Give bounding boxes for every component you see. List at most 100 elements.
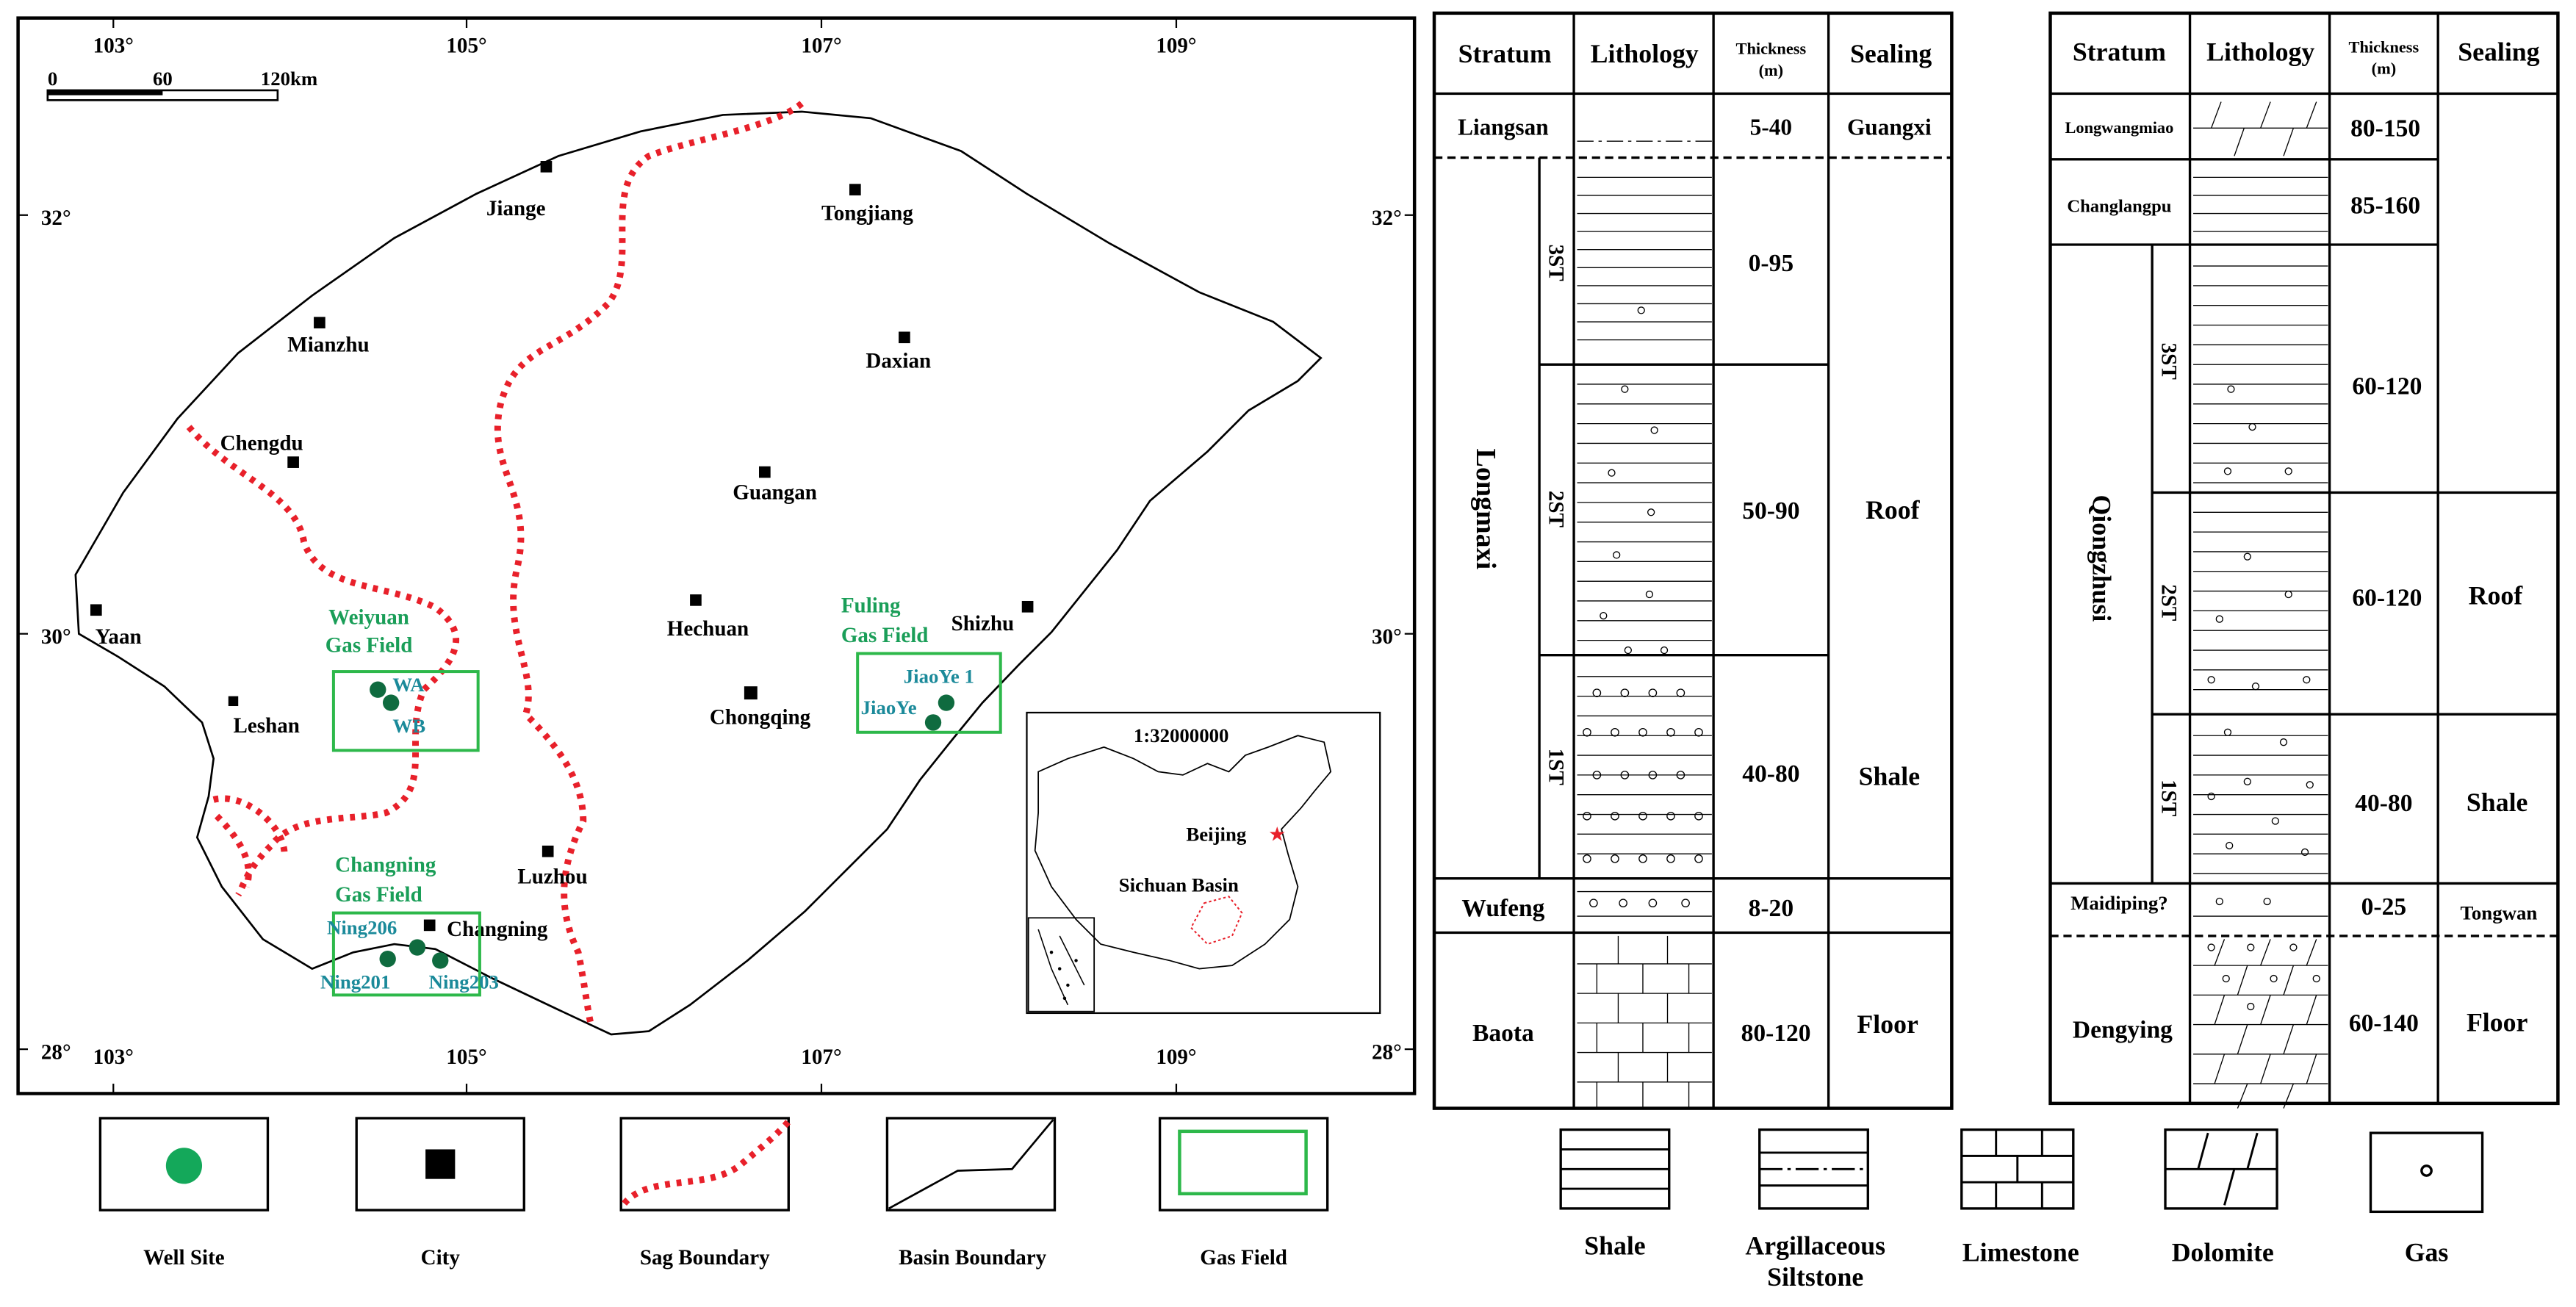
well-site <box>924 714 942 731</box>
lithology-legend <box>1559 1128 2484 1214</box>
well-site <box>370 681 386 698</box>
col2-1st <box>2193 728 2328 874</box>
stratigraphic-column-2: Stratum Lithology Thickness (m) Sealing … <box>2048 11 2560 1109</box>
sag-boundaries <box>186 101 805 1028</box>
col1-substratum-3st: 3ST <box>1544 245 1568 281</box>
lon-bottom-107: 107° <box>801 1045 841 1069</box>
city-marker <box>759 466 771 478</box>
col2-lithology <box>2193 101 2328 1109</box>
legend-city-label: City <box>421 1246 461 1270</box>
inset-sichuan: Sichuan Basin <box>1119 874 1239 896</box>
col1-sealing-roof: Roof <box>1866 495 1921 525</box>
col2-3st <box>2193 265 2328 483</box>
col1-thickness-3st: 0-95 <box>1749 250 1794 277</box>
well-label-jiaoye1: JiaoYe 1 <box>904 666 974 688</box>
lithology-legend-labels: Shale Argillaceous Siltstone Limestone D… <box>1584 1231 2448 1291</box>
col1-lithology <box>1577 140 1712 1109</box>
col2-thickness-2st: 60-120 <box>2352 585 2422 612</box>
city-label-shizhu: Shizhu <box>951 612 1015 636</box>
well-site <box>409 939 426 956</box>
inset-scale: 1:32000000 <box>1134 724 1229 746</box>
legend-gas-field-icon <box>1178 1129 1308 1196</box>
col1-1st-shale-gas <box>1577 676 1712 863</box>
col2-sealing-floor: Floor <box>2467 1008 2528 1037</box>
longitude-labels: 103° 105° 107° 109° 103° 105° 107° 109° <box>93 35 1197 1070</box>
lat-right-32: 32° <box>1372 206 1402 230</box>
col1-header-lithology: Lithology <box>1591 39 1699 68</box>
city-marker <box>849 184 861 195</box>
col1-header-stratum: Stratum <box>1458 39 1552 68</box>
well-site <box>432 952 449 969</box>
lon-top-103: 103° <box>93 35 134 58</box>
col2-stratum-dengying: Dengying <box>2073 1016 2173 1043</box>
city-label-yaan: Yaan <box>96 625 142 649</box>
city-label-chongqing: Chongqing <box>710 706 811 730</box>
well-site <box>379 951 396 968</box>
south-sea-islands <box>1037 929 1085 1006</box>
basin-boundary <box>74 110 1323 1036</box>
col2-2st <box>2193 511 2328 691</box>
well-label-jiaoye: JiaoYe <box>861 696 917 719</box>
gas-field-weiyuan: Weiyuan Gas Field WA WB <box>325 605 480 752</box>
legend-well-site-icon <box>165 1148 203 1184</box>
col1-thickness-wufeng: 8-20 <box>1749 895 1794 922</box>
city-marker <box>314 317 325 328</box>
inset-beijing: Beijing <box>1186 823 1247 845</box>
city-label-chengdu: Chengdu <box>220 431 303 455</box>
city-label-guangan: Guangan <box>733 480 817 504</box>
gas-field-changning: Changning Gas Field Ning206 Ning201 Ning… <box>320 854 499 997</box>
china-outline <box>1034 735 1332 970</box>
lon-top-107: 107° <box>801 35 841 58</box>
well-label-ning203: Ning203 <box>429 971 499 993</box>
col1-stratum-wufeng: Wufeng <box>1461 895 1544 922</box>
col2-thickness-maidiping: 0-25 <box>2361 893 2406 921</box>
lat-left-28: 28° <box>41 1041 71 1065</box>
well-label-ning206: Ning206 <box>327 917 397 939</box>
city-label-daxian: Daxian <box>866 350 931 373</box>
col1-stratum-liangsan: Liangsan <box>1458 114 1548 140</box>
stratigraphic-column-1: Stratum Lithology Thickness (m) Sealing … <box>1432 11 1954 1110</box>
field-label-fuling-1: Fuling <box>841 594 901 618</box>
sag-boundary-west <box>186 425 459 897</box>
city-label-luzhou: Luzhou <box>517 865 587 888</box>
lat-right-30: 30° <box>1372 625 1402 649</box>
col2-thickness-changlangpu: 85-160 <box>2350 192 2420 220</box>
inset-frame <box>1026 711 1381 1015</box>
col2-substratum-3st: 3ST <box>2157 343 2181 380</box>
city-marker <box>287 456 299 468</box>
col1-thickness-2st: 50-90 <box>1742 497 1799 525</box>
col2-thickness-dengying: 60-140 <box>2349 1010 2419 1037</box>
col2-header-thickness: Thickness <box>2349 38 2420 57</box>
legend-basin-boundary-label: Basin Boundary <box>899 1246 1047 1270</box>
col1-baota-limestone <box>1577 935 1712 1109</box>
lat-right-28: 28° <box>1372 1041 1402 1065</box>
field-label-changning-1: Changning <box>335 854 436 877</box>
well-site <box>938 694 955 711</box>
legend-gas-field-label: Gas Field <box>1200 1246 1287 1270</box>
col2-substratum-2st: 2ST <box>2157 584 2181 621</box>
scale-bar: 0 60 120km <box>46 68 317 101</box>
city-label-changning: Changning <box>447 918 548 941</box>
legend-argillaceous-label-2: Siltstone <box>1767 1262 1863 1292</box>
col2-grid <box>2048 11 2560 1106</box>
south-sea-dots <box>1049 951 1078 1001</box>
city-marker <box>90 604 102 616</box>
col1-3st-shale <box>1577 176 1712 341</box>
cities: Jiange Tongjiang Mianzhu Daxian Chengdu … <box>90 161 1034 941</box>
col1-2st-shale-gas <box>1577 384 1712 655</box>
col2-stratum-longwangmiao: Longwangmiao <box>2065 118 2174 137</box>
scale-tick-60: 60 <box>153 68 173 90</box>
legend-dolomite-label: Dolomite <box>2172 1237 2274 1267</box>
well-site <box>382 694 400 711</box>
col2-longwangmiao-dolomite <box>2193 101 2328 156</box>
well-label-wb: WB <box>392 715 425 737</box>
city-label-hechuan: Hechuan <box>667 617 749 641</box>
col2-dengying-dolomite <box>2193 939 2328 1109</box>
legend-sag-boundary-box <box>619 1117 790 1211</box>
col1-header-sealing: Sealing <box>1850 39 1932 68</box>
col2-stratum-changlangpu: Changlangpu <box>2067 196 2171 216</box>
legend-sag-boundary-label: Sag Boundary <box>640 1246 770 1270</box>
gas-field-box <box>856 652 1002 734</box>
latitude-labels: 32° 30° 28° 32° 30° 28° <box>41 206 1402 1064</box>
